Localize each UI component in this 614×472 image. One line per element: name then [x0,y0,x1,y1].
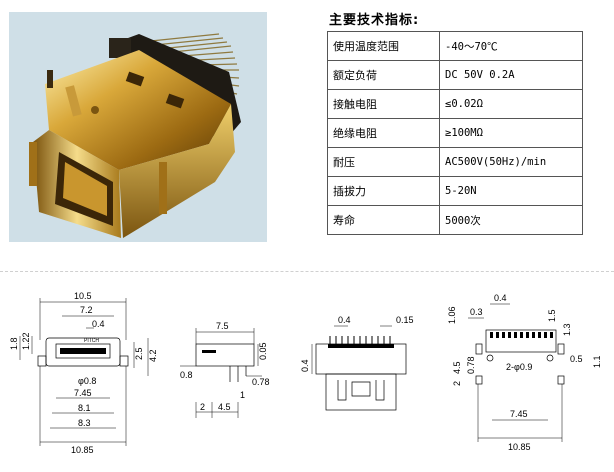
spec-label: 寿命 [327,205,440,235]
front-w1-label: 7.45 [74,388,92,398]
section-divider [0,271,614,272]
back-gap1-label: 0.4 [338,315,351,325]
spec-value: ≤0.02Ω [439,89,583,119]
spec-row: 接触电阻 ≤0.02Ω [327,89,583,119]
spec-row: 插拔力 5-20N [327,176,583,206]
spec-label: 绝缘电阻 [327,118,440,148]
front-w3-label: 8.3 [78,418,91,428]
side-h1-label: 1 [240,390,245,400]
spec-value: ≥100MΩ [439,118,583,148]
pcb-hole-label: 2-φ0.9 [506,362,532,372]
side-length-label: 7.5 [216,321,229,331]
spec-row: 寿命 5000次 [327,205,583,235]
spec-row: 绝缘电阻 ≥100MΩ [327,118,583,148]
connector-photo [9,12,267,242]
pcb-left-top-label: 0.3 [470,307,483,317]
pcb-right2-label: 1.1 [592,355,602,368]
front-pin-gap-label: 0.4 [92,319,105,329]
side-left-offset-label: 0.8 [180,370,193,380]
spec-label: 使用温度范围 [327,31,440,61]
pcb-h4-label: 4.5 [452,361,462,374]
pcb-w1-label: 7.45 [510,409,528,419]
spec-label: 耐压 [327,147,440,177]
spec-value: 5000次 [439,205,583,235]
side-bottom1-label: 2 [200,402,205,412]
pcb-h2-label: 1.5 [547,309,557,322]
pcb-layout-drawing: 0.4 0.3 1.06 1.5 1.3 4.5 2 0.78 2-φ0.9 [447,293,602,452]
front-view-drawing: 10.5 7.2 0.4 PITCH 1.8 1.22 2.5 4.2 φ0.8… [9,291,158,455]
spec-label: 插拔力 [327,176,440,206]
spec-value: DC 50V 0.2A [439,60,583,90]
front-right-h1-label: 2.5 [134,347,144,360]
pcb-h1-label: 1.06 [447,306,457,324]
spec-value: AC500V(50Hz)/min [439,147,583,177]
spec-row: 耐压 AC500V(50Hz)/min [327,147,583,177]
front-right-h2-label: 4.2 [148,349,158,362]
front-w2-label: 8.1 [78,403,91,413]
front-left-h1-label: 1.8 [9,337,19,350]
dimension-drawings: 10.5 7.2 0.4 PITCH 1.8 1.22 2.5 4.2 φ0.8… [9,291,602,455]
side-thickness-label: 0.05 [258,342,268,360]
pcb-h5-label: 2 [452,381,462,386]
side-view-drawing: 7.5 0.05 0.8 0.78 1 2 4.5 [180,321,270,418]
pcb-h3-label: 1.3 [562,323,572,336]
pitch-label: PITCH [84,338,99,344]
spec-row: 额定负荷 DC 50V 0.2A [327,60,583,90]
side-bottom2-label: 4.5 [218,402,231,412]
side-right-offset-label: 0.78 [252,377,270,387]
back-gap2-label: 0.15 [396,315,414,325]
pcb-top-label: 0.4 [494,293,507,303]
spec-row: 使用温度范围 -40～70℃ [327,31,583,61]
spec-label: 额定负荷 [327,60,440,90]
front-inner-width-label: 7.2 [80,305,93,315]
front-pin-diameter-label: φ0.8 [78,376,96,386]
pcb-pad-width-label: 0.78 [466,356,476,374]
spec-table: 使用温度范围 -40～70℃ 额定负荷 DC 50V 0.2A 接触电阻 ≤0.… [327,31,583,235]
spec-label: 接触电阻 [327,89,440,119]
front-w4-label: 10.85 [71,445,94,455]
spec-value: 5-20N [439,176,583,206]
front-left-h2-label: 1.22 [21,332,31,350]
pcb-right1-label: 0.5 [570,354,583,364]
back-left-h-label: 0.4 [300,359,310,372]
spec-title: 主要技术指标: [329,13,420,28]
spec-value: -40～70℃ [439,31,583,61]
front-top-width-label: 10.5 [74,291,92,301]
back-view-drawing: 0.4 0.15 0.4 [300,315,414,411]
pcb-w2-label: 10.85 [508,442,531,452]
